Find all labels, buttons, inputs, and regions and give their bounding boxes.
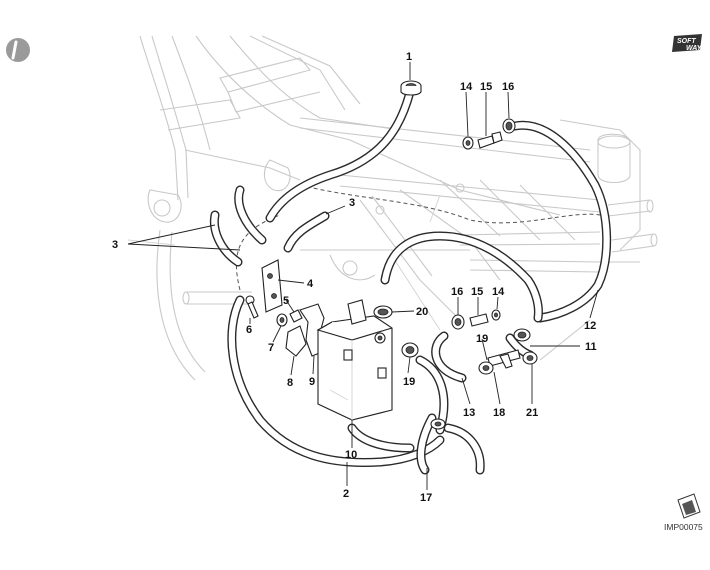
leader-lines (127, 62, 599, 490)
part-6-bolt (245, 295, 259, 319)
callout-16-lower: 16 (451, 286, 463, 298)
callout-14-lower: 14 (492, 286, 505, 298)
part-17-fitting (430, 418, 446, 430)
part-15-nipple-lower (469, 313, 489, 327)
logo-line1: SOFT (677, 38, 696, 45)
callout-18: 18 (493, 407, 505, 419)
callout-8: 8 (287, 377, 293, 389)
hose-12 (510, 120, 612, 323)
part-15-nipple-upper (477, 131, 503, 149)
hose-segment-3b (209, 210, 243, 267)
part-21-clamp (522, 351, 538, 365)
callout-10: 10 (345, 449, 357, 461)
callout-21: 21 (526, 407, 538, 419)
callout-7: 7 (268, 342, 274, 354)
part-14-washer-upper (462, 136, 474, 150)
callout-labels: 1 14 15 16 3 3 4 5 6 7 8 9 10 2 20 19 17… (112, 51, 597, 504)
callout-4: 4 (307, 278, 314, 290)
callout-12: 12 (584, 320, 596, 332)
callout-13: 13 (463, 407, 475, 419)
callout-15-upper: 15 (480, 81, 492, 93)
callout-16-upper: 16 (502, 81, 514, 93)
logo-line2: WAY (686, 45, 703, 52)
callout-3-right: 3 (349, 197, 355, 209)
callout-3-left: 3 (112, 239, 118, 251)
hose-arch (380, 231, 543, 323)
routing-path-line (299, 184, 601, 224)
callout-1: 1 (406, 51, 412, 63)
hose-1 (265, 87, 415, 223)
callout-2: 2 (343, 488, 349, 500)
hose-segment-3c (283, 211, 330, 253)
part-18-fitting (478, 349, 521, 375)
callout-19-left: 19 (403, 376, 415, 388)
part-4-bracket (261, 259, 283, 313)
image-code: IMP00075 (664, 522, 703, 532)
hose-segment-3a (234, 185, 267, 245)
part-20-clamp (373, 305, 393, 319)
grey-disc-icon (6, 38, 30, 62)
callout-20: 20 (416, 306, 428, 318)
part-14-washer-lower (491, 309, 501, 321)
callout-17: 17 (420, 492, 432, 504)
callout-6: 6 (246, 324, 252, 336)
part-16-clamp-lower (451, 314, 465, 330)
part-8-bracket (285, 325, 307, 357)
callout-19-right: 19 (476, 333, 488, 345)
callout-15-lower: 15 (471, 286, 483, 298)
hose-2 (227, 295, 445, 467)
hose-13b (431, 331, 467, 383)
part-10-canister (316, 299, 393, 421)
folded-page-icon (677, 493, 701, 519)
hose-10 (347, 423, 415, 453)
callout-11: 11 (585, 341, 597, 353)
part-16-clamp-upper (502, 118, 516, 134)
part-19-clamp-right (513, 328, 531, 342)
part-7-washer (276, 313, 288, 327)
part-1-valve (400, 80, 422, 96)
softway-logo-icon: SOFT WAY (672, 34, 703, 52)
callout-9: 9 (309, 376, 315, 388)
part-19-clamp-left (401, 342, 419, 358)
hose-17b (443, 423, 485, 475)
callout-5: 5 (283, 295, 289, 307)
part-5-nut (289, 309, 303, 323)
callout-14-upper: 14 (460, 81, 473, 93)
hose-17 (416, 413, 437, 475)
